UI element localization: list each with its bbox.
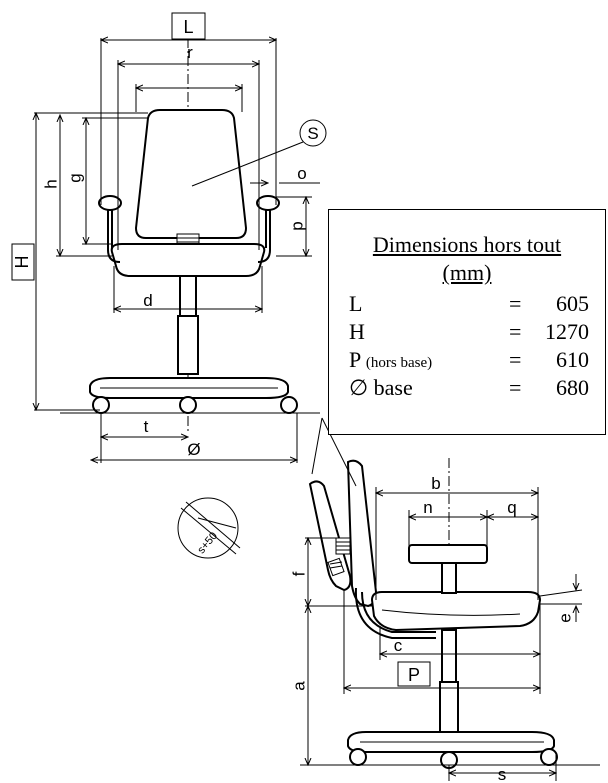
dim-r-label: r bbox=[187, 43, 193, 62]
side-column-sleeve bbox=[439, 681, 459, 735]
dimension-row-H: H = 1270 bbox=[349, 318, 589, 346]
dimension-label: H bbox=[349, 319, 365, 344]
dimension-row-base: ∅ base = 680 bbox=[349, 374, 589, 402]
side-armrest-pad bbox=[408, 544, 488, 564]
dimension-row-P: P (hors base) = 610 bbox=[349, 346, 589, 374]
side-lumbar-adjuster bbox=[335, 537, 351, 555]
dim-H-box bbox=[11, 243, 35, 281]
dimension-label: L bbox=[349, 291, 363, 316]
dimension-row-L: L = 605 bbox=[349, 290, 589, 318]
dim-g-label: g bbox=[65, 173, 84, 182]
dim-b-label: b bbox=[431, 474, 440, 493]
dim-diameter-label: Ø bbox=[187, 440, 200, 459]
dim-q-label: q bbox=[507, 498, 516, 517]
detail-label: s+50 bbox=[195, 530, 220, 556]
front-view: L r S H h g o bbox=[11, 12, 327, 463]
dimension-label: P bbox=[349, 347, 366, 372]
dimension-equals: = bbox=[509, 319, 522, 344]
dim-s-label: s bbox=[498, 765, 507, 783]
side-back-bar bbox=[361, 591, 436, 633]
side-caster-left bbox=[349, 748, 367, 766]
side-seat bbox=[370, 591, 542, 632]
dim-p-label: p bbox=[287, 221, 306, 230]
dim-P-box bbox=[397, 661, 431, 687]
dimension-equals: = bbox=[509, 347, 522, 372]
side-backrest-reclined bbox=[308, 480, 352, 592]
dim-c-label: c bbox=[394, 636, 403, 655]
detail-view: s+50 bbox=[177, 497, 241, 559]
dim-d-label: d bbox=[143, 291, 152, 310]
dim-t-label: t bbox=[144, 417, 149, 436]
dimension-value: 610 bbox=[556, 347, 589, 372]
dim-o-label: o bbox=[297, 164, 306, 183]
dim-e-label: e bbox=[555, 613, 574, 622]
dimensions-title: Dimensions hors tout bbox=[372, 232, 562, 257]
dimension-note: (hors base) bbox=[365, 355, 433, 371]
dim-P-label: P bbox=[408, 665, 420, 685]
side-backrest-upright bbox=[346, 459, 378, 608]
dim-S-label: S bbox=[307, 124, 318, 143]
front-column-sleeve bbox=[177, 315, 199, 375]
detail-circle bbox=[177, 497, 239, 559]
dim-h-label: h bbox=[41, 179, 60, 188]
front-backrest bbox=[134, 109, 248, 239]
front-caster-left bbox=[92, 396, 110, 414]
front-seat bbox=[110, 243, 266, 277]
side-caster-right bbox=[540, 748, 558, 766]
dim-L-box bbox=[171, 12, 206, 40]
dim-S-circle bbox=[299, 119, 327, 147]
dim-f-label: f bbox=[289, 571, 308, 576]
front-gas-column bbox=[179, 275, 197, 317]
side-armrest-post bbox=[441, 562, 457, 594]
dimension-equals: = bbox=[509, 291, 522, 316]
front-armrest-right bbox=[256, 195, 280, 263]
dimensions-panel: Dimensions hors tout (mm) L = 605 H = 12… bbox=[328, 209, 606, 435]
dimension-equals: = bbox=[509, 375, 522, 400]
front-caster-center bbox=[179, 396, 197, 414]
side-gas-column bbox=[441, 629, 457, 683]
dimension-value: 680 bbox=[556, 375, 589, 400]
dim-n-label: n bbox=[423, 498, 432, 517]
dimension-label: ∅ base bbox=[349, 375, 413, 400]
front-armrest-left bbox=[98, 195, 122, 263]
side-view: b n q f e c P a bbox=[289, 417, 600, 783]
dim-a-label: a bbox=[289, 681, 308, 691]
side-lumbar-adjuster-reclined bbox=[327, 557, 345, 577]
dim-H-label: H bbox=[12, 256, 32, 269]
dimension-value: 1270 bbox=[545, 319, 589, 344]
dimensions-unit: (mm) bbox=[442, 260, 492, 285]
dim-L-label: L bbox=[183, 17, 193, 37]
dimension-value: 605 bbox=[556, 291, 589, 316]
front-caster-right bbox=[280, 396, 298, 414]
